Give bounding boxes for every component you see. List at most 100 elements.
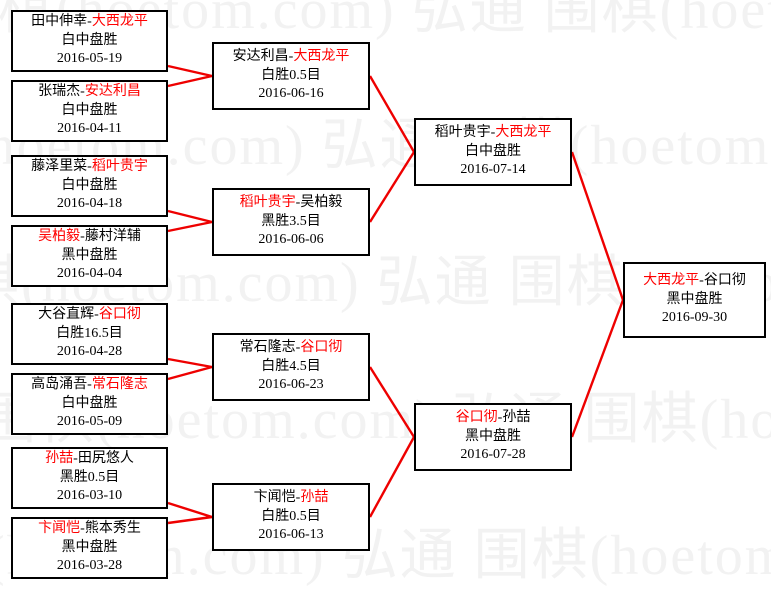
player-separator: -	[80, 521, 85, 537]
connector-line	[570, 299, 625, 438]
player-left: 张瑞杰	[38, 84, 81, 100]
connector-line	[167, 220, 213, 233]
match-date: 2016-06-16	[258, 86, 324, 102]
player-right: 熊本秀生	[84, 521, 141, 537]
player-left: 卞闻恺	[253, 490, 296, 506]
player-right: 常石隆志	[91, 377, 148, 393]
player-separator: -	[80, 229, 85, 245]
player-left: 稻叶贵宇	[239, 195, 296, 211]
match-box[interactable]: 大西龙平-谷口彻黑中盘胜 2016-09-30	[623, 262, 766, 338]
match-box[interactable]: 谷口彻-孙喆黑中盘胜 2016-07-28	[414, 403, 572, 471]
match-players: 卞闻恺-孙喆	[254, 489, 329, 507]
connector-line	[167, 64, 213, 78]
player-right: 大西龙平	[495, 125, 552, 141]
player-separator: -	[295, 340, 301, 356]
connector-line	[167, 365, 213, 381]
player-right: 藤村洋辅	[84, 229, 141, 245]
match-result: 白胜0.5目	[261, 67, 321, 83]
player-separator: -	[80, 84, 85, 100]
match-date: 2016-04-28	[56, 344, 123, 360]
player-right: 田尻悠人	[77, 451, 134, 467]
match-players: 张瑞杰-安达利昌	[38, 83, 141, 101]
match-players: 安达利昌-大西龙平	[233, 48, 350, 66]
match-date: 2016-04-04	[56, 266, 123, 282]
match-date: 2016-04-18	[56, 196, 123, 212]
match-result: 黑中盘胜	[61, 247, 118, 263]
connector-line	[167, 209, 213, 224]
player-left: 吴柏毅	[38, 229, 81, 245]
player-separator: -	[94, 307, 99, 323]
player-right: 安达利昌	[84, 84, 141, 100]
match-result: 黑中盘胜	[465, 428, 521, 444]
match-result: 黑胜3.5目	[261, 213, 321, 229]
connector-line	[368, 75, 416, 153]
connector-line	[167, 501, 213, 519]
match-players: 藤泽里菜-稻叶贵宇	[31, 158, 148, 176]
connector-line	[570, 151, 625, 301]
player-separator: -	[87, 159, 92, 175]
player-separator: -	[497, 410, 503, 426]
player-right: 大西龙平	[91, 14, 148, 30]
match-date: 2016-06-06	[258, 232, 324, 248]
match-date: 2016-07-14	[460, 162, 526, 178]
match-date: 2016-03-28	[56, 558, 123, 574]
player-right: 大西龙平	[293, 49, 350, 65]
match-result: 黑胜0.5目	[59, 469, 120, 485]
player-left: 大谷直辉	[38, 307, 95, 323]
match-players: 吴柏毅-藤村洋辅	[38, 228, 141, 246]
player-right: 孙喆	[300, 490, 329, 506]
match-players: 大谷直辉-谷口彻	[38, 306, 141, 324]
player-left: 常石隆志	[239, 340, 296, 356]
match-date: 2016-09-30	[661, 310, 728, 326]
player-separator: -	[490, 125, 496, 141]
player-left: 安达利昌	[232, 49, 289, 65]
player-right: 孙喆	[502, 410, 531, 426]
match-result: 白胜16.5目	[56, 325, 123, 341]
match-result: 黑中盘胜	[666, 291, 723, 307]
match-players: 常石隆志-谷口彻	[240, 339, 343, 357]
match-result: 白胜0.5目	[261, 508, 321, 524]
match-date: 2016-04-11	[57, 121, 122, 137]
player-separator: -	[87, 14, 92, 30]
match-players: 稻叶贵宇-吴柏毅	[240, 194, 343, 212]
match-result: 白中盘胜	[61, 177, 118, 193]
player-left: 卞闻恺	[38, 521, 81, 537]
player-right: 稻叶贵宇	[91, 159, 148, 175]
player-left: 稻叶贵宇	[434, 125, 491, 141]
player-left: 田中伸幸	[31, 14, 88, 30]
player-left: 高岛涌吾	[31, 377, 88, 393]
match-date: 2016-07-28	[460, 447, 526, 463]
match-date: 2016-05-09	[56, 414, 123, 430]
match-players: 卞闻恺-熊本秀生	[38, 520, 141, 538]
player-separator: -	[73, 451, 78, 467]
player-separator: -	[288, 49, 294, 65]
player-separator: -	[295, 490, 301, 506]
match-players: 大西龙平-谷口彻	[643, 272, 746, 290]
player-separator: -	[295, 195, 301, 211]
match-players: 谷口彻-孙喆	[456, 409, 531, 427]
player-left: 藤泽里菜	[31, 159, 88, 175]
match-players: 孙喆-田尻悠人	[45, 450, 134, 468]
player-right: 谷口彻	[98, 307, 141, 323]
match-date: 2016-06-13	[258, 527, 324, 543]
match-result: 白中盘胜	[61, 32, 118, 48]
player-separator: -	[699, 273, 704, 289]
match-players: 稻叶贵宇-大西龙平	[435, 124, 552, 142]
player-right: 吴柏毅	[300, 195, 343, 211]
player-left: 大西龙平	[643, 273, 700, 289]
match-result: 黑中盘胜	[61, 539, 118, 555]
